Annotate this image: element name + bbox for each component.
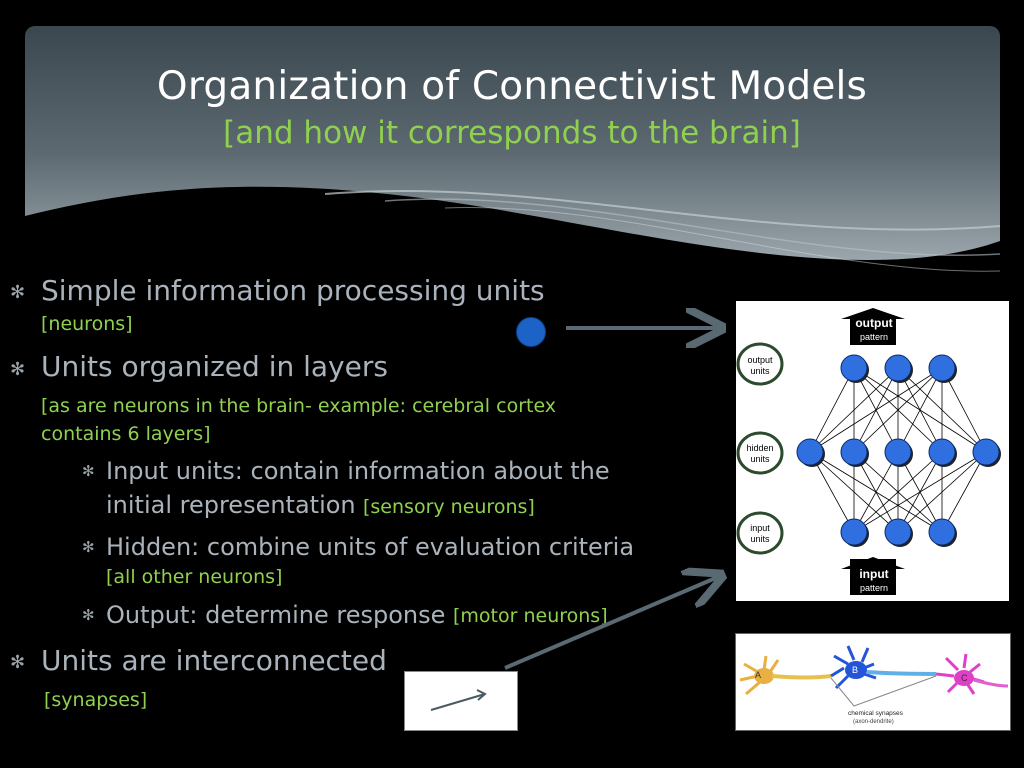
bullet-2-text: Units organized in layers (41, 350, 388, 383)
output-sub-label: pattern (860, 332, 888, 342)
output-unit-node (884, 354, 912, 382)
sub-bullet-star-icon: ✻ (82, 462, 95, 480)
slide-title: Organization of Connectivist Models (156, 64, 868, 109)
hidden-output-connection (897, 367, 987, 453)
arrow-to-network-lower-icon (504, 577, 718, 670)
input-units-oval (736, 511, 784, 555)
sub-bullet-2-text: Hidden: combine units of evaluation crit… (106, 533, 635, 561)
sub-bullet-2-note: [all other neurons] (106, 566, 283, 588)
output-units-label-2: units (750, 366, 770, 376)
sub-bullet-1-note: [sensory neurons] (363, 496, 535, 518)
neuron-c-icon (954, 670, 974, 686)
bullet-star-icon: ✻ (10, 652, 26, 673)
bullet-2-note-line2: contains 6 layers] (41, 423, 211, 445)
hidden-unit-node (972, 438, 1000, 466)
synapse-caption-1: chemical synapses (848, 710, 904, 717)
network-diagram: output pattern input pattern output unit… (736, 301, 1009, 601)
sub-bullet-3-note: [motor neurons] (453, 605, 608, 627)
hidden-unit-node (796, 438, 824, 466)
arrow-thumbnail (404, 671, 518, 731)
sub-bullet-1-line1: Input units: contain information about t… (106, 457, 610, 485)
sub-bullet-1-line2: initial representation (106, 491, 356, 519)
bullet-1-text: Simple information processing units (41, 274, 545, 307)
hidden-unit-node (884, 438, 912, 466)
slide-header (25, 26, 1000, 288)
output-arrow-icon (841, 308, 905, 345)
hidden-output-connection (941, 367, 987, 453)
hidden-units-label-1: hidden (746, 443, 773, 453)
input-hidden-connection (809, 451, 943, 533)
hidden-output-connection (853, 367, 899, 453)
input-hidden-connection (809, 451, 899, 533)
output-unit-node (928, 354, 956, 382)
synapse-caption-2: (axon-dendrite) (853, 719, 894, 725)
input-unit-node (840, 518, 868, 546)
input-units-label-2: units (750, 534, 770, 544)
hidden-unit-node (840, 438, 868, 466)
neuron-b-label: B (852, 665, 858, 675)
hidden-output-connection (809, 367, 855, 453)
bullet-3-text: Units are interconnected (41, 644, 387, 677)
input-hidden-connection (941, 451, 987, 533)
output-units-label-1: output (747, 355, 773, 365)
sub-bullet-star-icon: ✻ (82, 606, 95, 624)
sub-bullet-star-icon: ✻ (82, 538, 95, 556)
input-sub-label: pattern (860, 583, 888, 593)
neuron-b-icon (845, 661, 867, 679)
bullet-2-note-line1: [as are neurons in the brain- example: c… (41, 395, 557, 417)
hidden-unit-node (928, 438, 956, 466)
slide-subtitle: [and how it corresponds to the brain] (223, 115, 801, 151)
input-units-label-1: input (750, 523, 770, 533)
input-label: input (859, 567, 888, 581)
hidden-units-oval (736, 431, 784, 475)
output-unit-node (840, 354, 868, 382)
input-hidden-connection (853, 451, 943, 533)
hidden-output-connection (853, 367, 943, 453)
bullet-star-icon: ✻ (10, 359, 26, 380)
input-unit-node (928, 518, 956, 546)
output-label: output (855, 316, 892, 330)
hidden-output-connection (853, 367, 987, 453)
neuron-dot-icon (516, 317, 546, 347)
sub-bullet-3-text: Output: determine response (106, 601, 446, 629)
neuron-a-label: A (755, 670, 761, 680)
bullet-1-note: [neurons] (41, 313, 133, 335)
bullet-3-note: [synapses] (44, 689, 148, 711)
neuron-c-label: C (961, 673, 968, 683)
input-unit-node (884, 518, 912, 546)
neuron-synapse-image: A B C chemical synapses (axon-dendrite) (735, 633, 1011, 731)
output-units-oval (736, 342, 784, 386)
hidden-units-label-2: units (750, 454, 770, 464)
bullet-star-icon: ✻ (10, 282, 26, 303)
neuron-a-icon (754, 668, 774, 684)
